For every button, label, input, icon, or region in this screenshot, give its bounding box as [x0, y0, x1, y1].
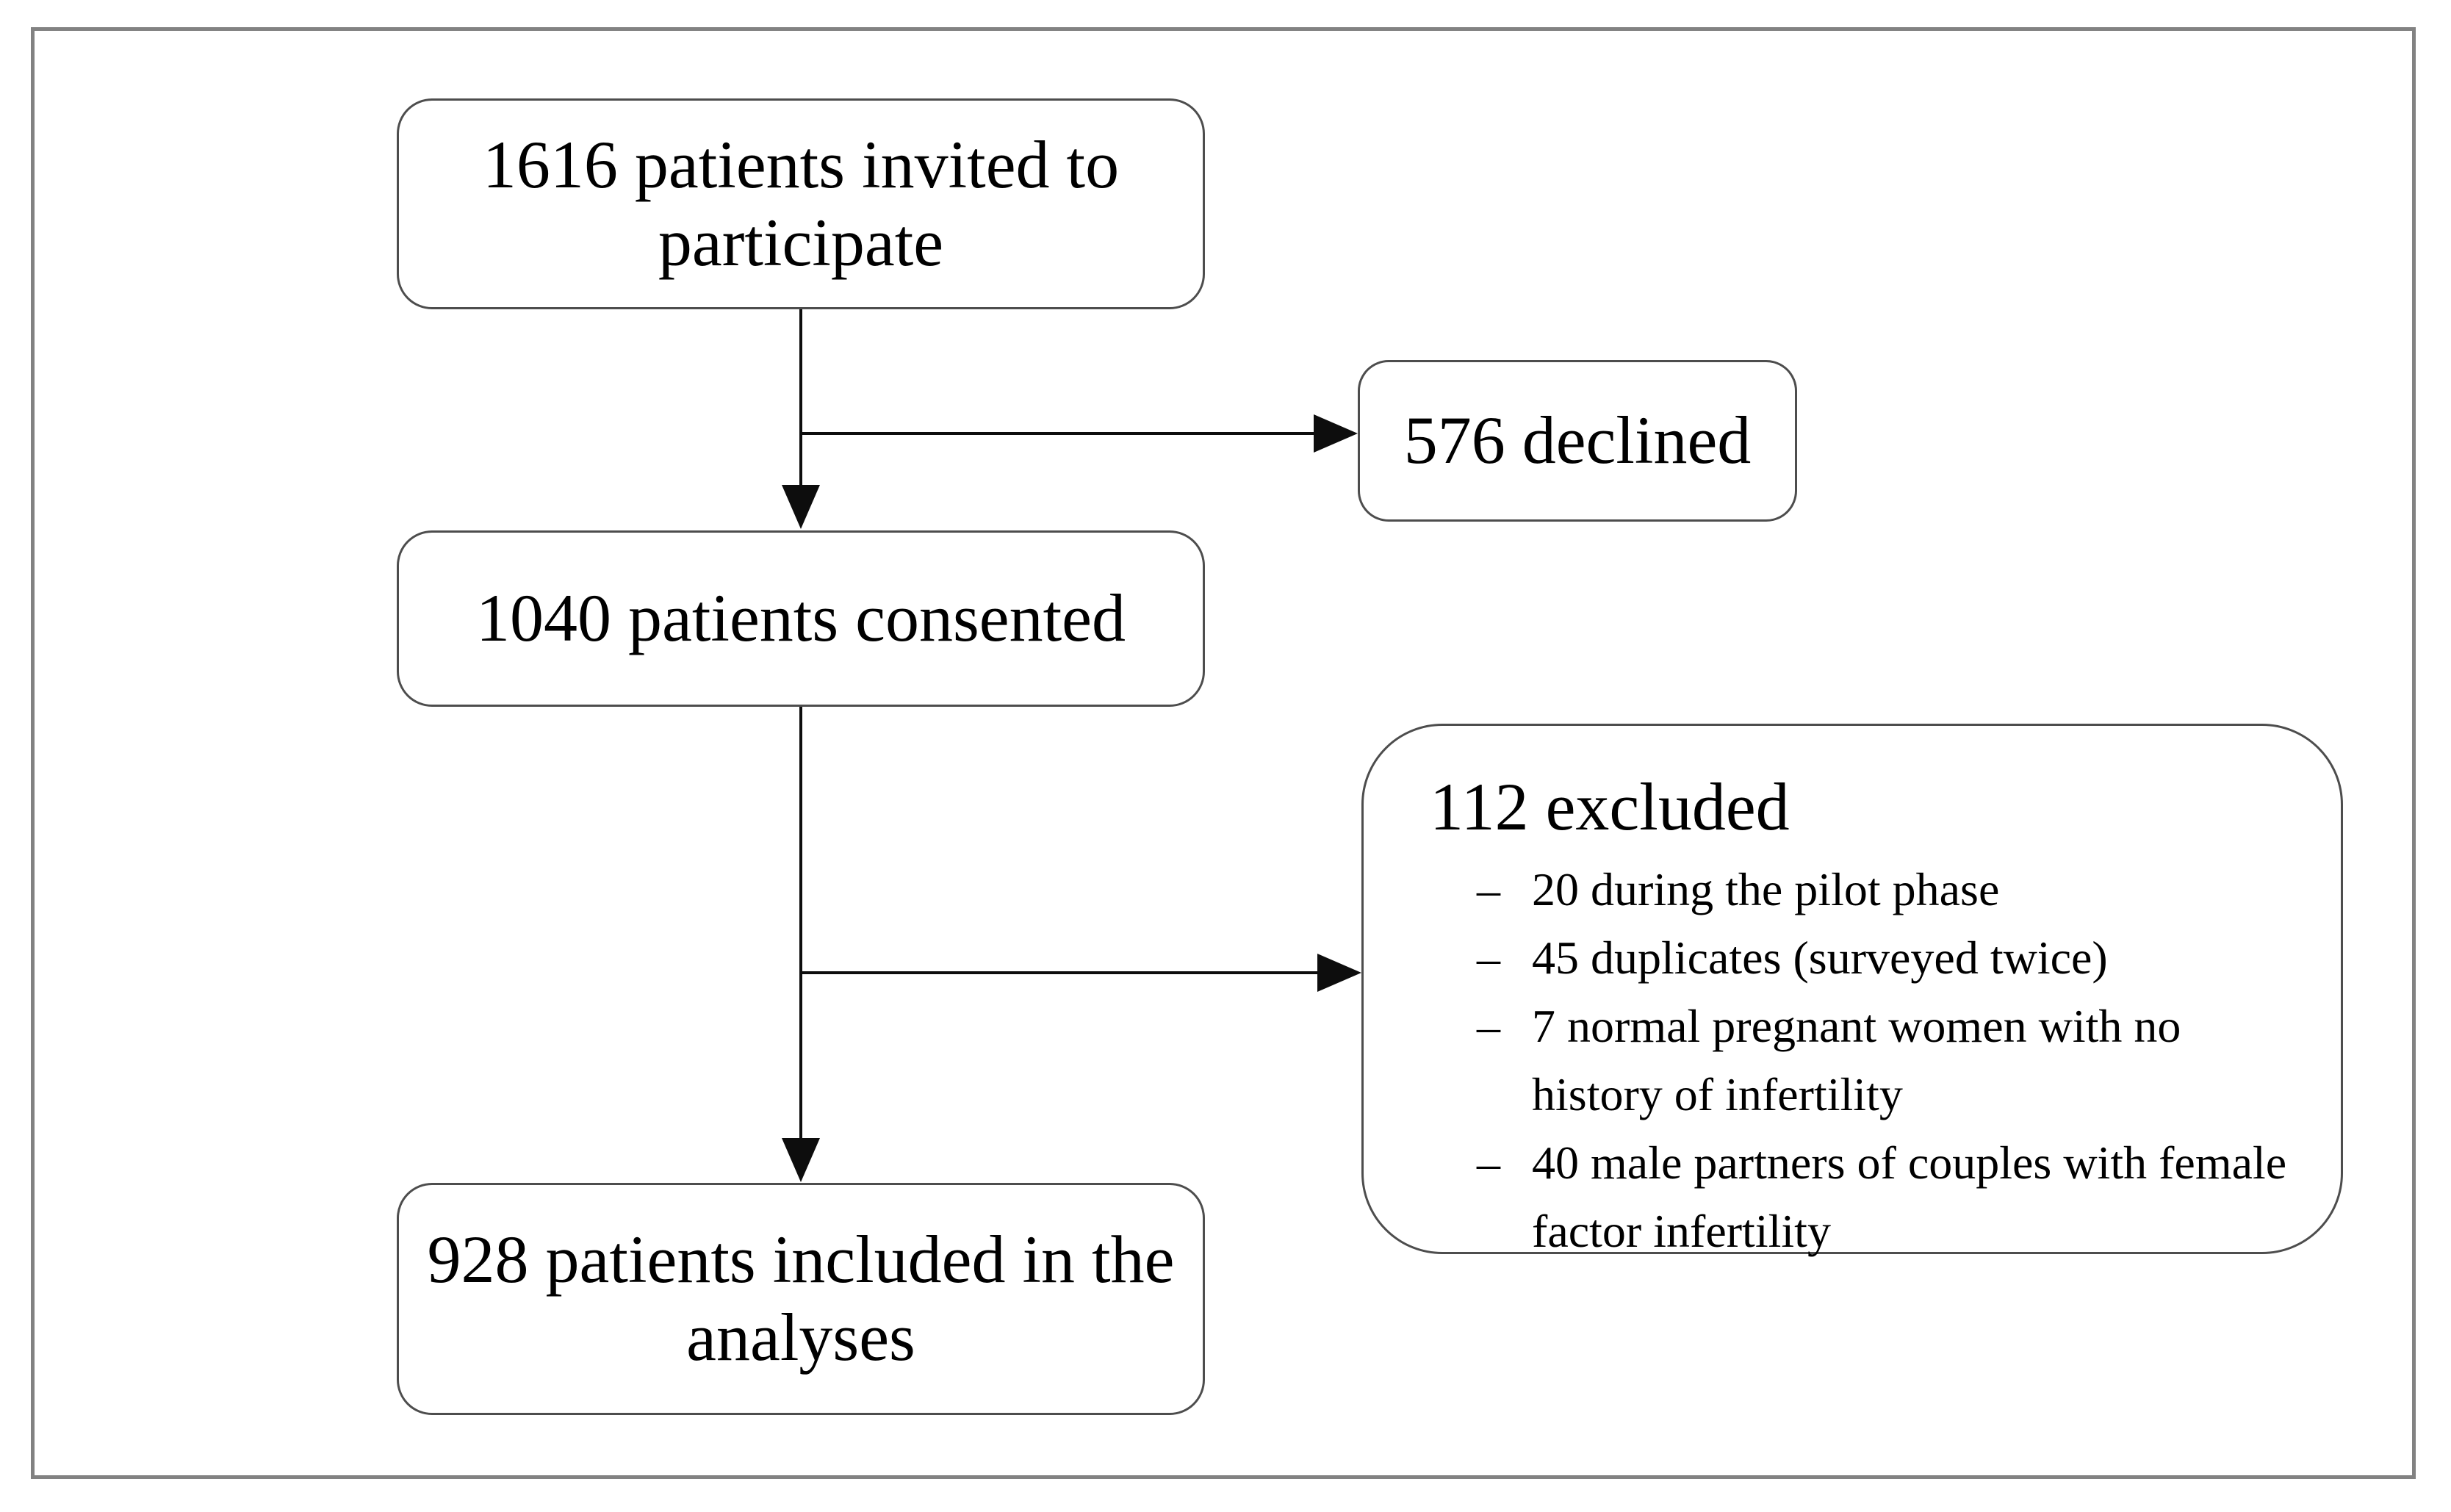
box-declined: 576 declined	[1358, 360, 1797, 522]
arrowhead-right-icon	[1317, 954, 1361, 992]
connector-branch-excluded	[801, 971, 1319, 974]
excluded-item-text: 45 duplicates (surveyed twice)	[1532, 931, 2108, 984]
bullet-dash: –	[1477, 863, 1500, 915]
bullet-dash: –	[1477, 931, 1500, 984]
arrowhead-down-icon	[782, 485, 820, 529]
box-patients-included: 928 patients included in the analyses	[397, 1183, 1205, 1415]
box-excluded: 112 excluded – 20 during the pilot phase…	[1361, 724, 2343, 1257]
patients-consented-text: 1040 patients consented	[475, 580, 1126, 656]
excluded-item: – 40 male partners of couples with femal…	[1477, 1128, 2289, 1265]
excluded-item-text: 40 male partners of couples with female …	[1532, 1136, 2287, 1257]
excluded-list: – 20 during the pilot phase – 45 duplica…	[1477, 855, 2289, 1265]
bullet-dash: –	[1477, 1136, 1500, 1189]
box-patients-consented: 1040 patients consented	[397, 530, 1205, 707]
patients-included-text: 928 patients included in the analyses	[427, 1222, 1175, 1375]
connector-invited-to-consented	[799, 309, 802, 489]
excluded-item: – 45 duplicates (surveyed twice)	[1477, 924, 2289, 992]
declined-text: 576 declined	[1403, 403, 1752, 478]
arrowhead-right-icon	[1314, 414, 1358, 453]
excluded-item-text: 7 normal pregnant women with no history …	[1532, 999, 2181, 1120]
arrowhead-down-icon	[782, 1138, 820, 1182]
excluded-item: – 20 during the pilot phase	[1477, 855, 2289, 924]
patients-invited-text: 1616 patients invited to participate	[482, 126, 1120, 280]
connector-branch-declined	[801, 432, 1315, 435]
box-patients-invited: 1616 patients invited to participate	[397, 98, 1205, 309]
bullet-dash: –	[1477, 999, 1500, 1052]
excluded-item: – 7 normal pregnant women with no histor…	[1477, 992, 2289, 1128]
excluded-heading: 112 excluded	[1430, 769, 1790, 844]
excluded-item-text: 20 during the pilot phase	[1532, 863, 2000, 915]
connector-consented-to-included	[799, 704, 802, 1142]
